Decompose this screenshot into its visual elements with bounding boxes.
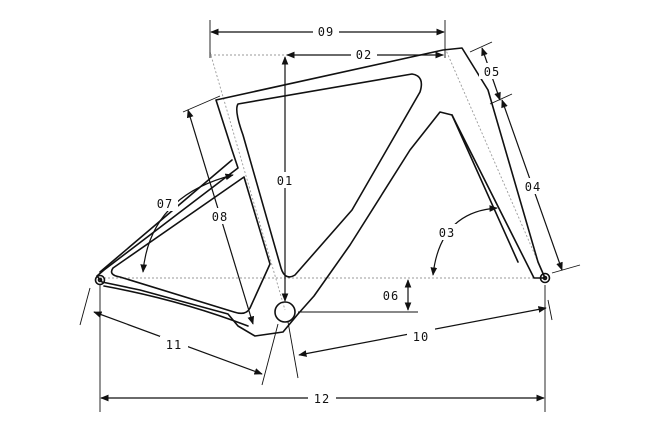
ext-front-center-tick bbox=[547, 299, 553, 321]
ext-head-bottom-tick bbox=[489, 93, 513, 105]
label-07: 07 bbox=[157, 197, 173, 211]
head-tube-axis-line bbox=[444, 47, 546, 279]
ext-bb-lower-left bbox=[261, 323, 279, 386]
label-11: 11 bbox=[166, 338, 182, 352]
label-01: 01 bbox=[277, 174, 293, 188]
ext-fork-bottom-tick bbox=[551, 264, 581, 274]
label-10: 10 bbox=[413, 330, 429, 344]
rear-axle-dot bbox=[97, 277, 103, 283]
reference-lines bbox=[100, 47, 546, 311]
label-02: 02 bbox=[356, 48, 372, 62]
label-06: 06 bbox=[383, 289, 399, 303]
ext-rear-diagonal bbox=[79, 287, 91, 326]
bottom-bracket-shell bbox=[274, 301, 296, 323]
dim-03-arc bbox=[430, 205, 498, 276]
label-08: 08 bbox=[212, 210, 228, 224]
chainstay-lower-edge bbox=[103, 285, 249, 327]
seat-tube-axis-line bbox=[209, 51, 286, 311]
ext-head-top-tick bbox=[469, 41, 493, 53]
bike-frame bbox=[94, 47, 551, 337]
front-dropout bbox=[539, 272, 551, 284]
front-axle-dot bbox=[542, 275, 548, 281]
fork-inner-line bbox=[451, 114, 519, 263]
main-triangle-outer bbox=[96, 47, 546, 337]
label-09: 09 bbox=[318, 25, 334, 39]
label-12: 12 bbox=[314, 392, 330, 406]
ext-bb-diagonal bbox=[287, 321, 299, 379]
label-04: 04 bbox=[525, 180, 541, 194]
measurement-labels: 09 02 01 05 04 07 08 03 06 10 11 12 bbox=[152, 25, 546, 406]
label-05: 05 bbox=[484, 65, 500, 79]
label-03: 03 bbox=[439, 226, 455, 240]
ext-top-left-tick bbox=[182, 95, 221, 113]
rear-dropout bbox=[94, 274, 106, 286]
